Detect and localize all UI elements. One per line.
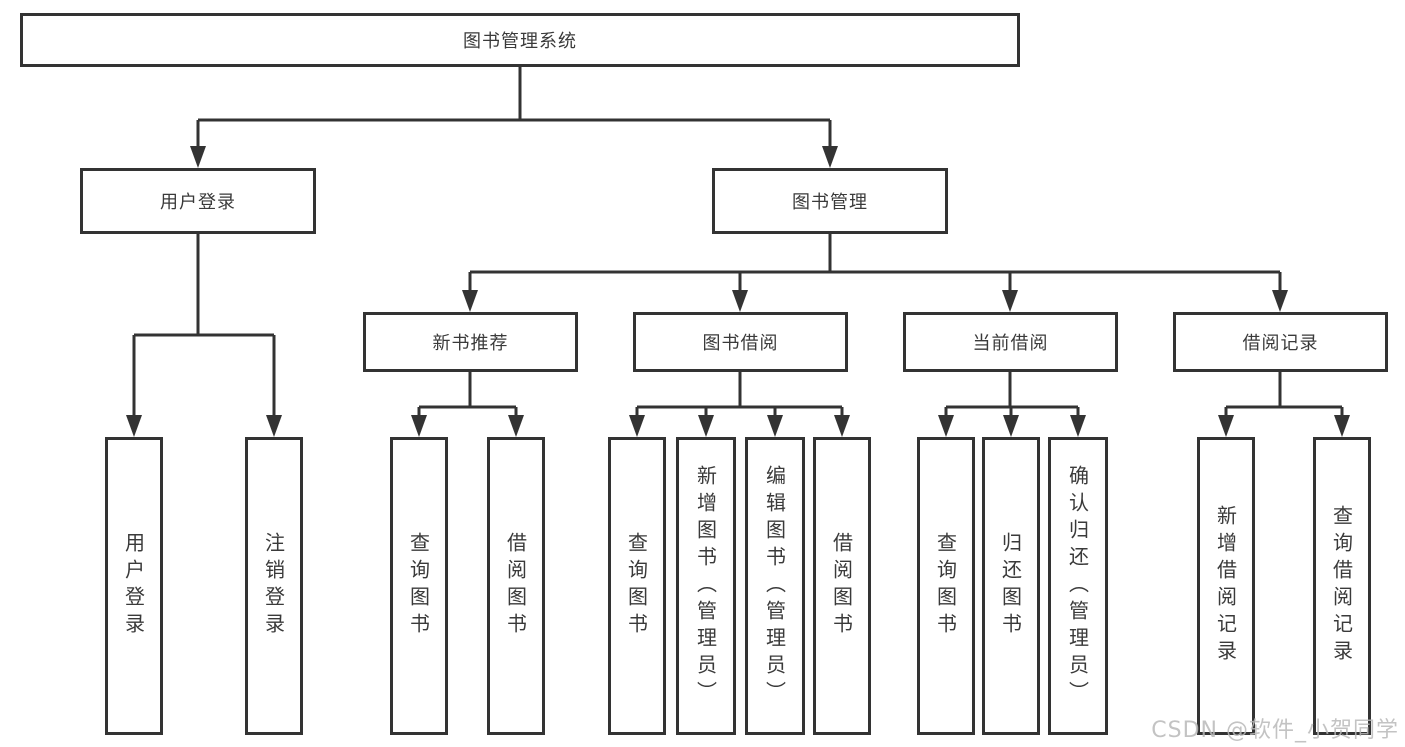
leaf-confirm-return-admin: 确认归还（管理员） bbox=[1048, 437, 1108, 735]
node-label: 图书借阅 bbox=[702, 333, 779, 354]
leaf-query-books-recommend: 查询图书 bbox=[390, 437, 448, 735]
leaf-label: 借阅图书 bbox=[829, 532, 854, 640]
node-library-management-system: 图书管理系统 bbox=[20, 13, 1020, 67]
node-label: 图书管理系统 bbox=[463, 31, 577, 52]
leaf-return-books: 归还图书 bbox=[982, 437, 1040, 735]
leaf-label: 归还图书 bbox=[998, 532, 1023, 640]
node-book-borrowing: 图书借阅 bbox=[633, 312, 848, 372]
leaf-label: 注销登录 bbox=[261, 532, 286, 640]
watermark: CSDN @软件_小贺同学 bbox=[1151, 718, 1399, 743]
node-label: 当前借阅 bbox=[972, 333, 1049, 354]
leaf-add-book-admin: 新增图书（管理员） bbox=[676, 437, 736, 735]
leaf-query-borrow-record: 查询借阅记录 bbox=[1313, 437, 1371, 735]
leaf-label: 查询图书 bbox=[624, 532, 649, 640]
node-borrowing-records: 借阅记录 bbox=[1173, 312, 1388, 372]
leaf-label: 查询图书 bbox=[933, 532, 958, 640]
node-label: 新书推荐 bbox=[432, 333, 509, 354]
leaf-query-books-borrowing: 查询图书 bbox=[608, 437, 666, 735]
node-label: 用户登录 bbox=[160, 192, 236, 213]
leaf-query-books-current: 查询图书 bbox=[917, 437, 975, 735]
leaf-label: 用户登录 bbox=[121, 532, 146, 640]
leaf-label: 新增图书（管理员） bbox=[693, 464, 718, 708]
node-new-book-recommendation: 新书推荐 bbox=[363, 312, 578, 372]
leaf-label: 新增借阅记录 bbox=[1213, 505, 1238, 667]
leaf-label: 借阅图书 bbox=[503, 532, 528, 640]
leaf-logout: 注销登录 bbox=[245, 437, 303, 735]
leaf-add-borrow-record: 新增借阅记录 bbox=[1197, 437, 1255, 735]
leaf-label: 查询图书 bbox=[406, 532, 431, 640]
node-user-login: 用户登录 bbox=[80, 168, 316, 234]
leaf-borrow-books-borrowing: 借阅图书 bbox=[813, 437, 871, 735]
node-label: 借阅记录 bbox=[1242, 333, 1319, 354]
leaf-edit-book-admin: 编辑图书（管理员） bbox=[745, 437, 805, 735]
arrowhead-icons bbox=[126, 146, 1350, 437]
leaf-user-login: 用户登录 bbox=[105, 437, 163, 735]
node-label: 图书管理 bbox=[792, 192, 868, 213]
leaf-label: 查询借阅记录 bbox=[1329, 505, 1354, 667]
leaf-label: 确认归还（管理员） bbox=[1065, 464, 1090, 708]
leaf-label: 编辑图书（管理员） bbox=[762, 464, 787, 708]
node-current-borrowing: 当前借阅 bbox=[903, 312, 1118, 372]
node-book-management: 图书管理 bbox=[712, 168, 948, 234]
leaf-borrow-books-recommend: 借阅图书 bbox=[487, 437, 545, 735]
